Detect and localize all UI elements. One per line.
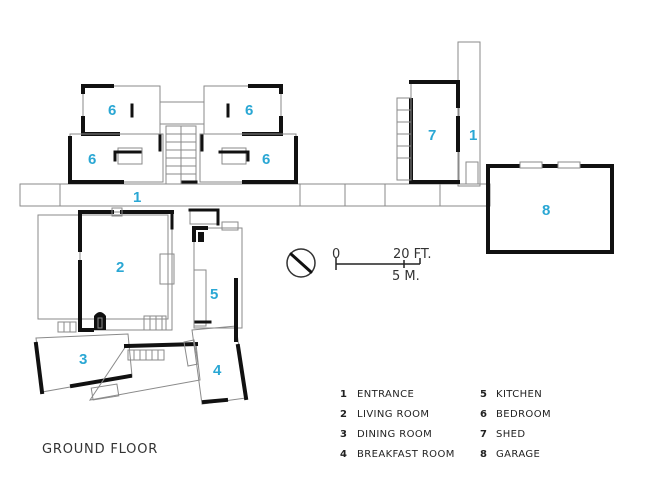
kitchen-block bbox=[188, 208, 243, 330]
legend-item: 1 ENTRANCE bbox=[340, 389, 414, 400]
legend-label: DINING ROOM bbox=[357, 429, 432, 440]
legend-number: 5 bbox=[480, 389, 487, 400]
floor-title: GROUND FLOOR bbox=[42, 442, 158, 457]
room-number-living: 2 bbox=[116, 259, 124, 276]
legend-number: 6 bbox=[480, 409, 487, 420]
room-number-entrance: 1 bbox=[133, 189, 141, 206]
room-number-kitchen: 5 bbox=[210, 286, 218, 303]
legend-label: LIVING ROOM bbox=[357, 409, 429, 420]
legend-item: 6 BEDROOM bbox=[480, 409, 551, 420]
legend-number: 8 bbox=[480, 449, 487, 460]
room-number-bedroom-mid-left: 6 bbox=[88, 151, 96, 168]
bedroom-stair bbox=[166, 133, 196, 175]
room-number-garage: 8 bbox=[542, 202, 550, 219]
legend-number: 7 bbox=[480, 429, 487, 440]
room-number-shed: 7 bbox=[428, 127, 436, 144]
legend-label: KITCHEN bbox=[496, 389, 542, 400]
legend-label: BREAKFAST ROOM bbox=[357, 449, 455, 460]
legend-number: 1 bbox=[340, 389, 347, 400]
shed-block bbox=[396, 41, 481, 187]
north-arrow-icon bbox=[286, 248, 316, 278]
scale-zero-label: 0 bbox=[332, 247, 340, 262]
legend-item: 4 BREAKFAST ROOM bbox=[340, 449, 455, 460]
room-legend: 1 ENTRANCE 2 LIVING ROOM 3 DINING ROOM 4… bbox=[340, 389, 551, 460]
scale-metric-label: 5 M. bbox=[392, 269, 420, 284]
room-number-breakfast: 4 bbox=[213, 362, 222, 379]
legend-label: SHED bbox=[496, 429, 526, 440]
room-number-bedroom-top-left: 6 bbox=[108, 102, 116, 119]
legend-label: BEDROOM bbox=[496, 409, 551, 420]
legend-item: 3 DINING ROOM bbox=[340, 429, 432, 440]
living-room-block bbox=[37, 207, 175, 333]
entrance-walkway bbox=[19, 183, 491, 207]
legend-number: 2 bbox=[340, 409, 347, 420]
legend-item: 5 KITCHEN bbox=[480, 389, 542, 400]
dining-room-block bbox=[33, 333, 201, 401]
legend-number: 4 bbox=[340, 449, 347, 460]
dining-stair bbox=[127, 349, 165, 361]
legend-label: GARAGE bbox=[496, 449, 540, 460]
legend-label: ENTRANCE bbox=[357, 389, 414, 400]
shed-stair bbox=[397, 109, 411, 159]
legend-item: 8 GARAGE bbox=[480, 449, 540, 460]
legend-item: 2 LIVING ROOM bbox=[340, 409, 429, 420]
legend-item: 7 SHED bbox=[480, 429, 526, 440]
scale-feet-label: 20 FT. bbox=[393, 247, 431, 262]
room-number-entrance-shed: 1 bbox=[469, 127, 477, 144]
bedroom-wing bbox=[68, 84, 298, 185]
room-number-dining: 3 bbox=[79, 351, 87, 368]
breakfast-room-block bbox=[183, 324, 249, 405]
room-number-bedroom-top-right: 6 bbox=[245, 102, 253, 119]
garage-block bbox=[486, 161, 614, 254]
scale-bar: 0 20 FT. 5 M. bbox=[332, 247, 431, 284]
room-number-bedroom-mid-right: 6 bbox=[262, 151, 270, 168]
legend-number: 3 bbox=[340, 429, 347, 440]
